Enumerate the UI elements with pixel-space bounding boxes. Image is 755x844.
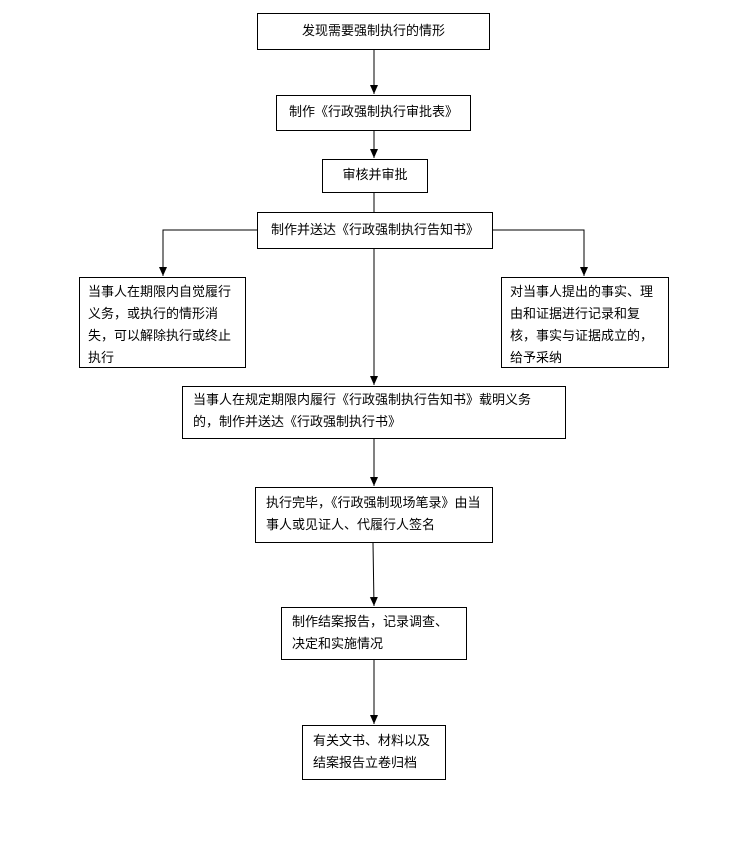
step-deliver-enforcement-document: 当事人在规定期限内履行《行政强制执行告知书》载明义务的，制作并送达《行政强制执行… xyxy=(182,386,566,439)
step-deliver-enforcement-document-text: 当事人在规定期限内履行《行政强制执行告知书》载明义务的，制作并送达《行政强制执行… xyxy=(193,393,532,430)
step-closing-report: 制作结案报告，记录调查、决定和实施情况 xyxy=(281,607,467,660)
step-file-archive: 有关文书、材料以及结案报告立卷归档 xyxy=(302,725,446,780)
step-make-approval-form-text: 制作《行政强制执行审批表》 xyxy=(288,105,458,120)
arrow-step6-step7 xyxy=(369,542,378,607)
branch-left-voluntary-performance: 当事人在期限内自觉履行义务，或执行的情形消失，可以解除执行或终止执行 xyxy=(79,277,246,368)
step-make-approval-form: 制作《行政强制执行审批表》 xyxy=(276,95,471,131)
step-closing-report-text: 制作结案报告，记录调查、决定和实施情况 xyxy=(292,615,449,652)
step-execution-complete: 执行完毕，《行政强制现场笔录》由当事人或见证人、代履行人签名 xyxy=(255,487,493,543)
branch-right-record-review-text: 对当事人提出的事实、理由和证据进行记录和复核，事实与证据成立的，给予采纳 xyxy=(510,285,654,366)
arrow-step4-right xyxy=(493,229,588,276)
step-deliver-notice-text: 制作并送达《行政强制执行告知书》 xyxy=(270,222,479,238)
step-find-enforcement-situation-text: 发现需要强制执行的情形 xyxy=(301,23,445,39)
step-review-approve-text: 审核并审批 xyxy=(342,168,408,183)
step-find-enforcement-situation: 发现需要强制执行的情形 xyxy=(257,13,490,50)
branch-left-voluntary-performance-text: 当事人在期限内自觉履行义务，或执行的情形消失，可以解除执行或终止执行 xyxy=(88,285,232,366)
arrow-step4-left xyxy=(159,229,257,276)
branch-right-record-review: 对当事人提出的事实、理由和证据进行记录和复核，事实与证据成立的，给予采纳 xyxy=(501,277,669,368)
step-execution-complete-text: 执行完毕，《行政强制现场笔录》由当事人或见证人、代履行人签名 xyxy=(266,496,481,533)
step-file-archive-text: 有关文书、材料以及结案报告立卷归档 xyxy=(313,734,431,771)
step-deliver-notice: 制作并送达《行政强制执行告知书》 xyxy=(257,212,493,249)
step-review-approve: 审核并审批 xyxy=(322,159,428,193)
